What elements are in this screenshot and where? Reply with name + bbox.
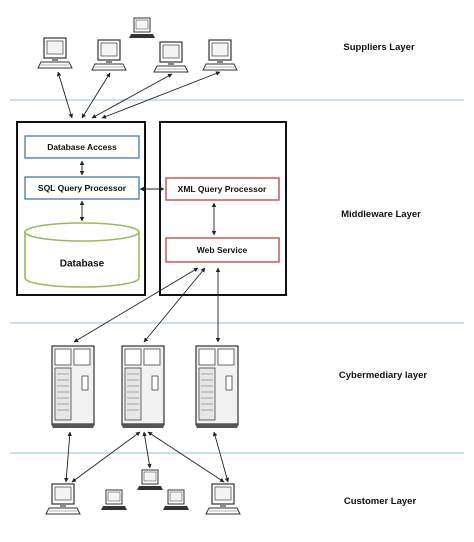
sql-query-processor-box — [24, 176, 140, 200]
supplier-connections — [57, 71, 221, 119]
database-cylinder — [24, 222, 140, 288]
supplier-computer-icon — [153, 41, 189, 73]
web-server-box — [159, 121, 287, 296]
supplier-computer-icon — [37, 37, 73, 69]
cybermediary-layer-label: Cybermediary layer — [338, 370, 428, 381]
supplier-computer-icon — [202, 39, 238, 71]
xml-query-processor-box — [165, 177, 280, 201]
customer-computer-icon — [205, 483, 241, 515]
suppliers-layer-label: Suppliers Layer — [343, 42, 415, 53]
cybermediary-server-icon — [194, 345, 240, 429]
server-connections — [73, 267, 221, 343]
database-access-label: Database Access — [47, 142, 117, 152]
cybermediary-server-icon — [50, 345, 96, 429]
middleware-layer-label: Middleware Layer — [341, 209, 421, 220]
customer-connections — [64, 431, 230, 483]
customer-computer-icon — [136, 469, 164, 491]
xml-query-processor-label: XML Query Processor — [177, 184, 267, 194]
database-label: Database — [59, 258, 105, 270]
customer-computer-icon — [162, 489, 190, 511]
web-service-label: Web Service — [196, 245, 248, 255]
web-service-box — [165, 237, 280, 263]
customer-computer-icon — [100, 489, 128, 511]
supplier-computer-icon — [91, 39, 127, 71]
customer-layer-label: Customer Layer — [343, 496, 417, 507]
cybermediary-server-icon — [120, 345, 166, 429]
supplier-computer-icon — [128, 17, 156, 39]
database-access-box — [24, 135, 140, 159]
sql-query-processor-label: SQL Query Processor — [37, 183, 127, 193]
customer-computer-icon — [45, 483, 81, 515]
